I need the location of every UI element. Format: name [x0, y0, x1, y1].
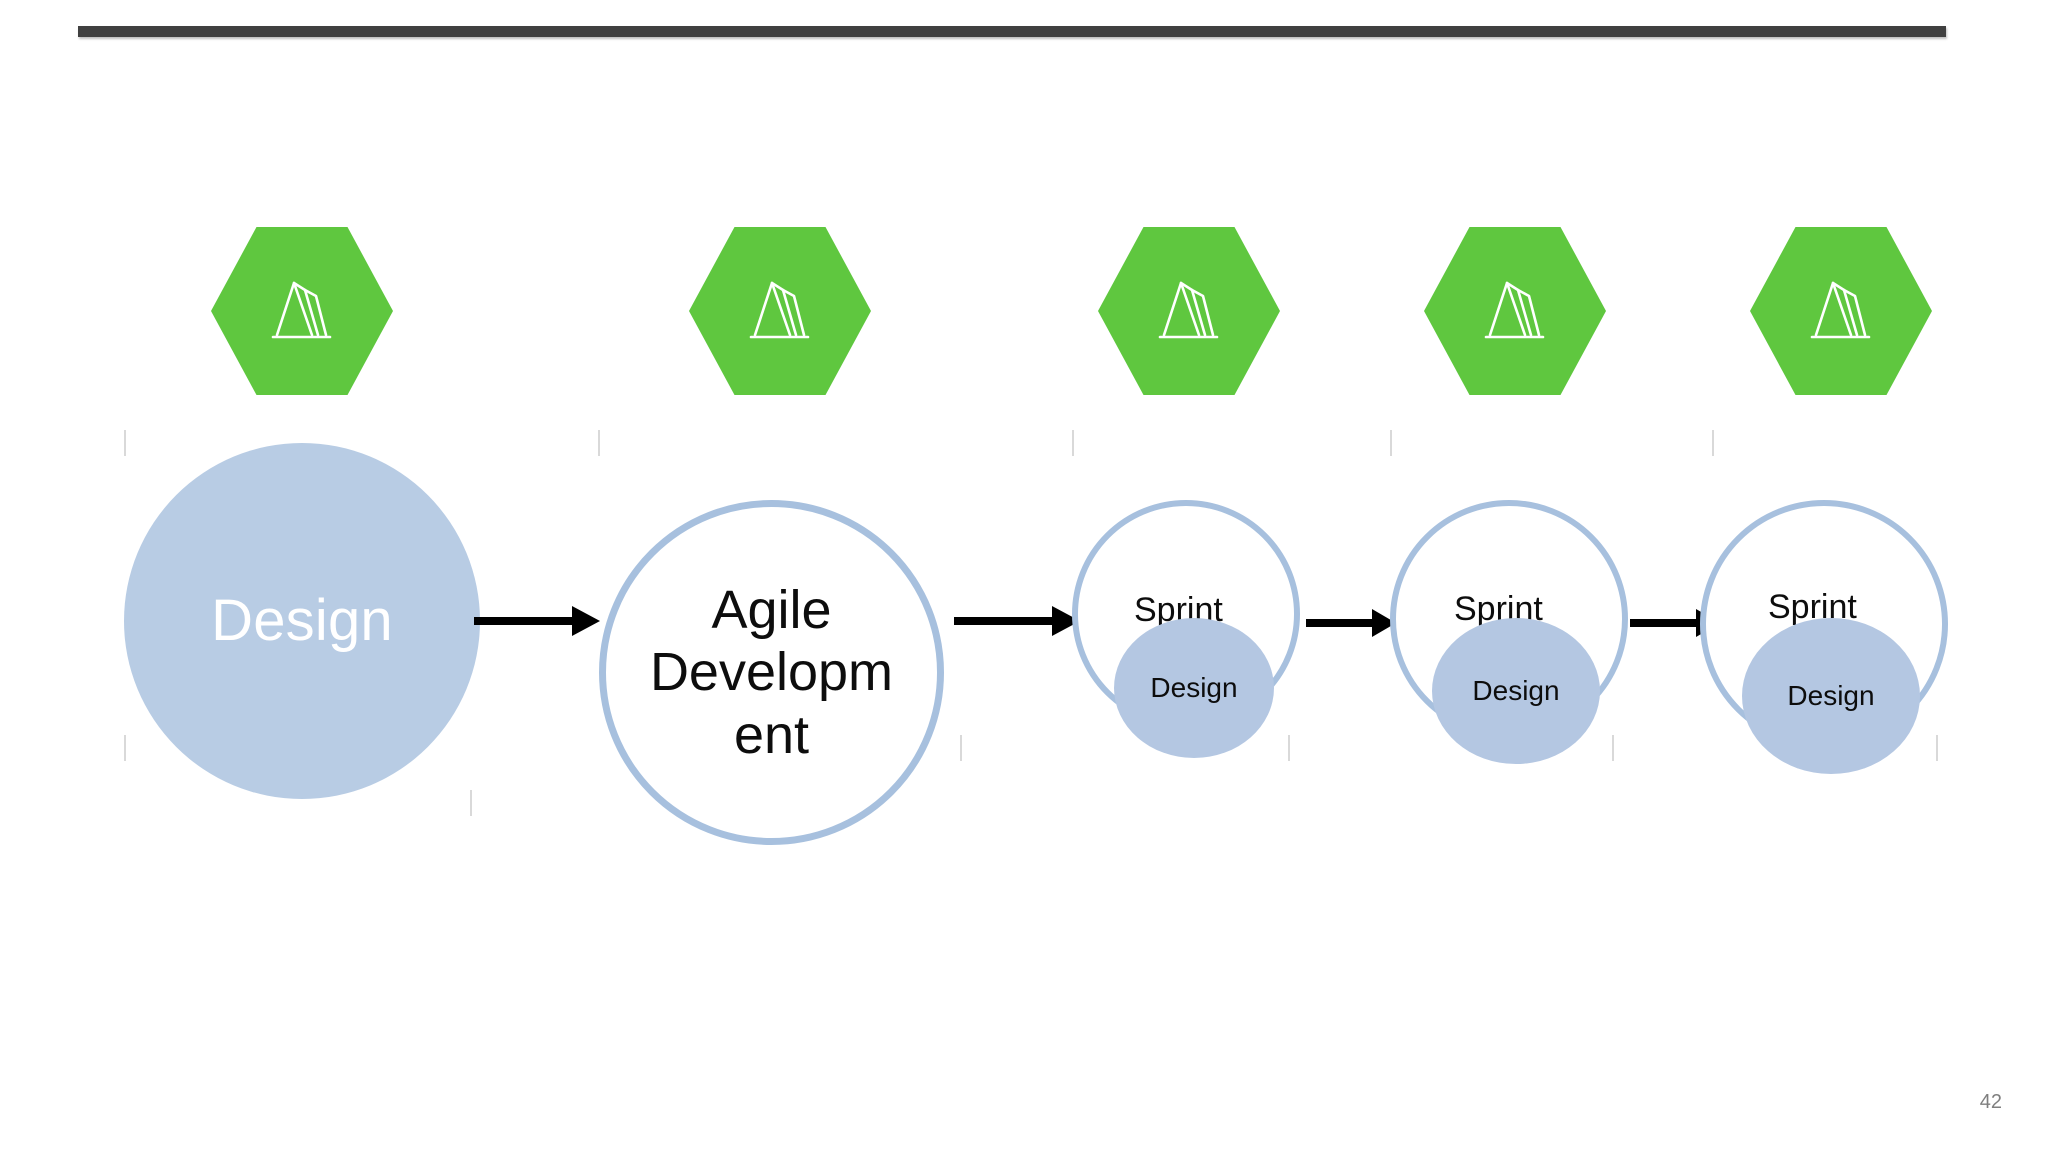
stage-sublabel-sprint-3-design: Design [1787, 680, 1875, 711]
stage-group-sprint-2: Sprint Design [1390, 500, 1640, 766]
page-number: 42 [1979, 1091, 2002, 1113]
guide-tick [124, 430, 126, 456]
mountain-peaks-icon [1473, 274, 1557, 348]
stage-group-sprint-3: Sprint Design [1700, 500, 1970, 780]
stage-circle-agile-development[interactable]: Agile Developm ent [599, 500, 944, 845]
guide-tick [1390, 430, 1392, 456]
top-divider-rule [78, 26, 1946, 37]
stage-circle-design[interactable]: Design [124, 443, 480, 799]
stage-label-design: Design [211, 587, 393, 653]
stage-label-agile-development: Agile Developm ent [649, 579, 894, 765]
arrow-sprint-2-to-sprint-3 [1630, 608, 1720, 642]
stage-inner-circle-sprint-1-design[interactable]: Design [1114, 618, 1274, 758]
mountain-peaks-icon [260, 274, 344, 348]
mountain-peaks-icon [1799, 274, 1883, 348]
guide-tick [598, 430, 600, 456]
stage-inner-circle-sprint-3-design[interactable]: Design [1742, 618, 1920, 774]
guide-tick [124, 735, 126, 761]
arrow-sprint-1-to-sprint-2 [1306, 608, 1396, 642]
stage-sublabel-sprint-1-design: Design [1150, 672, 1238, 703]
hexagon-badge-design[interactable] [211, 227, 393, 395]
guide-tick [960, 735, 962, 761]
hexagon-badge-sprint-3[interactable] [1750, 227, 1932, 395]
hexagon-badge-sprint-2[interactable] [1424, 227, 1606, 395]
arrow-agile-to-sprint-1 [954, 604, 1080, 638]
arrow-design-to-agile [474, 604, 600, 638]
stage-sublabel-sprint-2-design: Design [1472, 675, 1560, 706]
guide-tick [1712, 430, 1714, 456]
guide-tick [1288, 735, 1290, 761]
mountain-peaks-icon [1147, 274, 1231, 348]
guide-tick [470, 790, 472, 816]
hexagon-badge-agile-development[interactable] [689, 227, 871, 395]
mountain-peaks-icon [738, 274, 822, 348]
guide-tick [1936, 735, 1938, 761]
hexagon-badge-sprint-1[interactable] [1098, 227, 1280, 395]
stage-inner-circle-sprint-2-design[interactable]: Design [1432, 618, 1600, 764]
stage-group-sprint-1: Sprint Design [1072, 500, 1312, 760]
guide-tick [1072, 430, 1074, 456]
guide-tick [1612, 735, 1614, 761]
